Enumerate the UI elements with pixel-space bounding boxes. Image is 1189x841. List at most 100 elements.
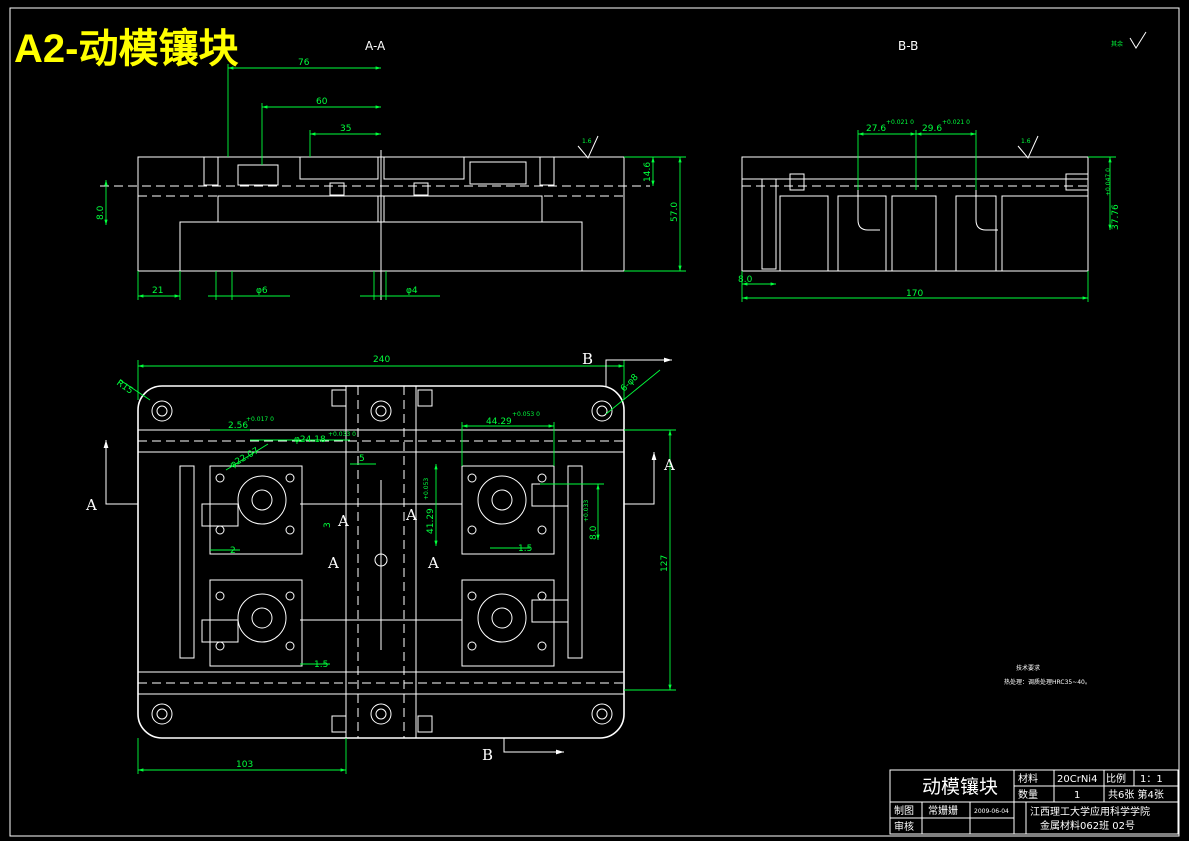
cavity-tr-ring <box>477 475 527 525</box>
bolt-hole-tl-inner <box>156 405 168 417</box>
aa-pocket-3 <box>469 161 527 185</box>
cavity-br-ring <box>477 593 527 643</box>
cavity-tr-hole-3 <box>467 525 477 535</box>
cavity-br-hole-3 <box>467 641 477 651</box>
dim-r15-leader <box>119 379 151 401</box>
dim-6phi-leader <box>605 369 661 415</box>
cavity-tl-hole-3 <box>215 525 225 535</box>
dim-6phi-text: 6-φ8 <box>619 372 641 394</box>
dim-r15-text: R15 <box>114 378 134 396</box>
dim-127-text: 127 <box>660 555 670 572</box>
cavity-bl-gate <box>201 619 239 643</box>
tb-material-label: 材料 <box>1018 772 1038 785</box>
pin-box-4 <box>417 715 433 733</box>
bolt-hole-br-inner <box>596 708 608 720</box>
tb-scale-value: 1：1 <box>1140 774 1163 785</box>
bb-hatch-top <box>741 156 1089 180</box>
bb-slot-3 <box>1065 173 1089 191</box>
bolt-hole-bl-inner <box>156 708 168 720</box>
cavity-bl <box>201 579 303 667</box>
dim-296-text: 29.6 <box>922 124 942 134</box>
plan-view: 240 R15 6-φ8 2.56 +0.017 0 φ24.18 +0.033… <box>85 350 676 774</box>
cut-a-right-letter: A <box>663 456 675 474</box>
plan-slot-right <box>567 465 583 659</box>
detail-a-4: A <box>427 554 439 572</box>
dim-pv80-text: 8.0 <box>589 525 599 540</box>
dim-4-tol: +0.053 <box>423 478 430 500</box>
roughness-note: 其余 <box>1111 31 1147 49</box>
pin-box-2 <box>417 389 433 407</box>
cavity-br <box>461 579 569 667</box>
bolt-hole-tr-inner <box>596 405 608 417</box>
tb-date: 2009-06-04 <box>974 808 1009 815</box>
cavity-tl-gate <box>201 503 239 527</box>
tb-part-name: 动模镶块 <box>922 776 998 798</box>
bolt-hole-br <box>591 703 613 725</box>
roughness-other-label: 其余 <box>1111 40 1123 48</box>
aa-hatch-top-left <box>299 156 379 180</box>
cavity-bl-frame <box>209 579 303 667</box>
sheet-border <box>9 7 1180 837</box>
dim-phi4-text: φ4 <box>406 286 418 296</box>
cavity-tl-frame <box>209 465 303 555</box>
tb-school: 江西理工大学应用科学学院 <box>1030 805 1150 818</box>
dim-15a-text: 1.5 <box>518 544 532 554</box>
dim-2418-text: φ24.18 <box>294 435 326 445</box>
plan-slot-left <box>179 465 195 659</box>
tb-qty-label: 数量 <box>1018 788 1038 801</box>
cavity-br-hole-1 <box>467 591 477 601</box>
aa-pocket-4 <box>539 156 555 186</box>
dim-80-text: 8.0 <box>96 205 106 220</box>
technical-notes: 技术要求 热处理：调质处理HRC35~40。 <box>1004 664 1091 686</box>
cavity-bl-hole-3 <box>215 641 225 651</box>
bb-hatch-left <box>779 195 829 272</box>
dim-pv80-tol: +0.033 <box>583 500 590 522</box>
cavity-bl-ring <box>237 593 287 643</box>
bolt-hole-tl <box>151 400 173 422</box>
detail-a-3: A <box>327 554 339 572</box>
dim-276-text: 27.6 <box>866 124 886 134</box>
dim-bb-80-text: 8.0 <box>738 275 753 285</box>
tech-notes-line1: 热处理：调质处理HRC35~40。 <box>1004 678 1091 686</box>
tb-material-value: 20CrNi4 <box>1057 774 1097 785</box>
dim-256-tol: +0.017 0 <box>246 416 274 423</box>
bb-hatch-mid2 <box>891 195 937 272</box>
aa-hatch-left <box>217 195 379 223</box>
detail-a-1: A <box>337 512 349 530</box>
dim-296-tol: +0.021 0 <box>942 119 970 126</box>
aa-hatch-top-right <box>383 156 465 180</box>
bolt-hole-bc <box>370 703 392 725</box>
cut-a-left-arrow <box>103 440 138 505</box>
bb-cavity-right <box>975 190 998 231</box>
aa-pocket-1 <box>203 156 219 186</box>
pin-box-1 <box>331 389 347 407</box>
cavity-tr-hole-4 <box>537 525 547 535</box>
dim-2207-leader <box>225 443 269 471</box>
plan-outline <box>137 385 625 739</box>
tb-qty-value: 1 <box>1074 790 1080 801</box>
bb-roughness-symbol <box>1017 135 1039 159</box>
aa-pocket-2 <box>237 164 279 186</box>
dim-5-text: 5 <box>359 454 365 464</box>
cut-b-bottom-letter: B <box>482 746 493 764</box>
dim-15b-text: 1.5 <box>314 660 328 670</box>
dim-170-text: 170 <box>906 289 923 299</box>
dim-21-text: 21 <box>152 286 163 296</box>
tb-drawn-name: 常姗姗 <box>928 804 958 817</box>
bb-slot-2 <box>789 173 805 191</box>
cavity-bl-hole-4 <box>285 641 295 651</box>
cavity-bl-core <box>251 607 273 629</box>
dim-4-text: 41.29 <box>426 508 436 534</box>
dim-35-text: 35 <box>340 124 351 134</box>
cavity-tr-hole-2 <box>537 473 547 483</box>
cavity-tl <box>201 465 303 555</box>
cavity-tl-hole-2 <box>285 473 295 483</box>
dim-276-tol: +0.021 0 <box>886 119 914 126</box>
aa-roughness-value: 1.6 <box>582 138 592 145</box>
dim-60-text: 60 <box>316 97 328 107</box>
aa-hatch-right <box>383 195 543 223</box>
cavity-tl-core <box>251 489 273 511</box>
dim-3-text: 3 <box>323 522 333 528</box>
cavity-tl-hole-1 <box>215 473 225 483</box>
